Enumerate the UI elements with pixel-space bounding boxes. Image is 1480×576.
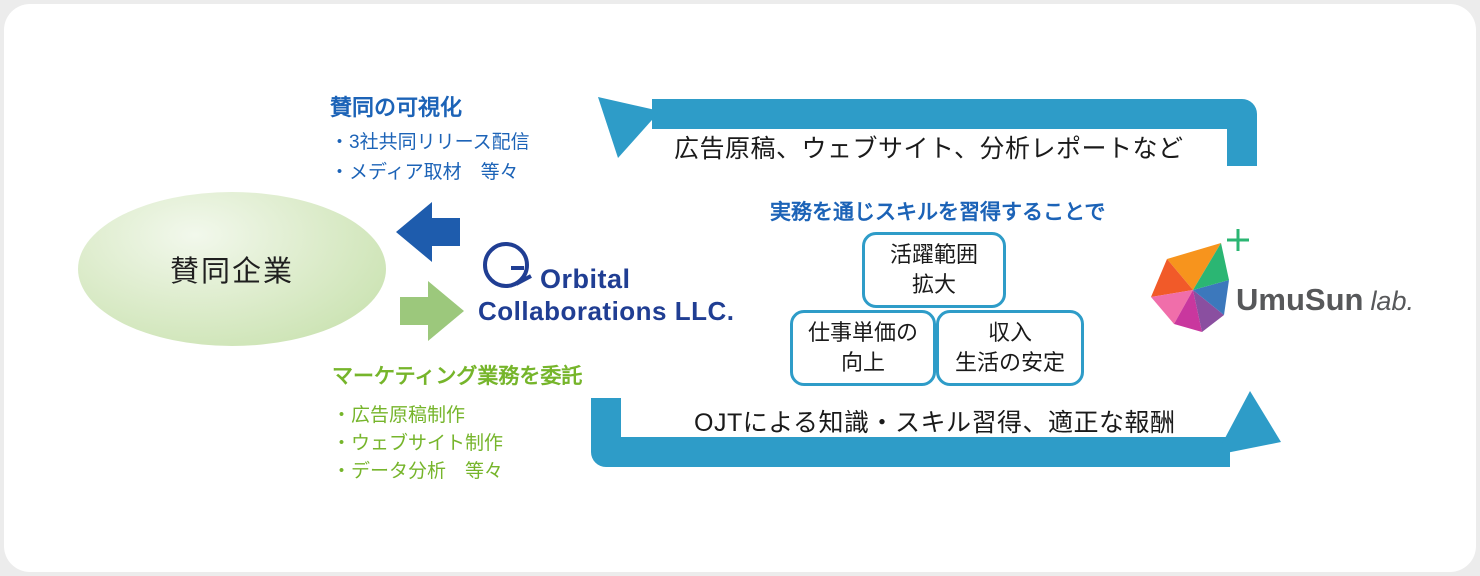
outsourcing-item: ・ウェブサイト制作 bbox=[332, 433, 504, 454]
supporter-companies-label: 賛同企業 bbox=[169, 256, 294, 288]
orbital-wordmark-line2: Collaborations LLC. bbox=[478, 296, 735, 326]
outsourcing-item: ・データ分析 等々 bbox=[332, 461, 504, 482]
top-flow-label: 広告原稿、ウェブサイト、分析レポートなど bbox=[674, 135, 1184, 163]
skill-box-line: 活躍範囲 bbox=[889, 242, 978, 267]
outsourcing-items: ・広告原稿制作 ・ウェブサイト制作 ・データ分析 等々 bbox=[332, 402, 582, 486]
top-flow-arrow-band bbox=[652, 99, 1257, 166]
skill-box-line: 拡大 bbox=[911, 272, 956, 297]
outsourcing-item: ・広告原稿制作 bbox=[332, 405, 466, 426]
skill-box-line: 仕事単価の bbox=[807, 320, 918, 345]
umusun-logo-icon bbox=[1151, 229, 1249, 332]
skill-box-income-stability: 収入 生活の安定 bbox=[936, 310, 1084, 386]
bottom-flow-arrow bbox=[591, 391, 1281, 467]
skill-box-line: 向上 bbox=[840, 350, 885, 375]
endorsement-title: 賛同の可視化 bbox=[330, 95, 463, 120]
top-flow-arrow bbox=[598, 97, 1257, 166]
sparkle-icon bbox=[1227, 229, 1249, 251]
endorsement-item: ・メディア取材 等々 bbox=[330, 162, 519, 183]
orbital-logo-icon bbox=[483, 242, 532, 288]
umusun-suffix: lab. bbox=[1370, 286, 1414, 316]
outsourcing-title: マーケティング業務を委託 bbox=[332, 365, 583, 388]
endorsement-item: ・3社共同リリース配信 bbox=[330, 132, 530, 153]
umusun-name: UmuSun bbox=[1236, 282, 1364, 317]
skills-heading: 実務を通じスキルを習得することで bbox=[770, 201, 1106, 224]
bottom-flow-arrowhead-icon bbox=[1216, 391, 1281, 455]
skill-box-expansion: 活躍範囲 拡大 bbox=[862, 232, 1006, 308]
top-flow-arrowhead-icon bbox=[598, 97, 660, 158]
orbital-wordmark-line1: Orbital bbox=[540, 264, 631, 294]
skill-box-unit-price: 仕事単価の 向上 bbox=[790, 310, 936, 386]
outsourcing-block: マーケティング業務を委託 ・広告原稿制作 ・ウェブサイト制作 ・データ分析 等々 bbox=[332, 360, 582, 486]
skill-box-line: 収入 bbox=[987, 320, 1032, 345]
outsourcing-arrow-icon bbox=[400, 281, 464, 341]
bottom-flow-arrow-band bbox=[591, 398, 1230, 467]
endorsement-block: 賛同の可視化 ・3社共同リリース配信 ・メディア取材 等々 bbox=[330, 90, 530, 188]
bottom-flow-label: OJTによる知識・スキル習得、適正な報酬 bbox=[694, 409, 1176, 437]
supporter-companies-node: 賛同企業 bbox=[78, 192, 386, 346]
skill-box-line: 生活の安定 bbox=[954, 350, 1065, 375]
endorsement-arrow-icon bbox=[396, 202, 460, 262]
umusun-wordmark: UmuSun lab. bbox=[1236, 282, 1414, 318]
